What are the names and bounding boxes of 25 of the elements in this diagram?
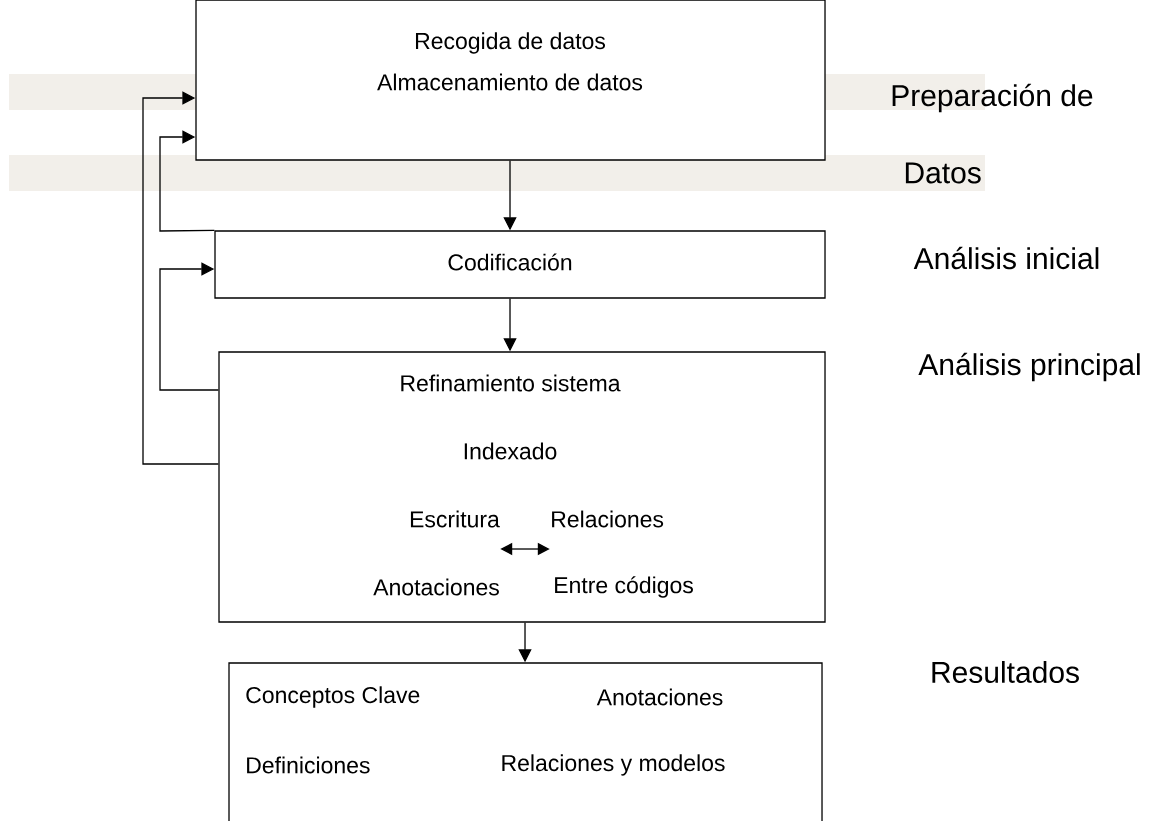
arrow [142, 91, 219, 465]
stage-label: Resultados [932, 661, 1079, 684]
step-text: Definiciones [247, 756, 370, 774]
step-text: Refinamiento sistema [401, 374, 621, 392]
process-box [218, 351, 826, 623]
process-box [228, 662, 823, 821]
step-text: Entre códigos [555, 576, 693, 598]
step-text: Indexado [464, 442, 557, 460]
stage-label: Análisis inicial [913, 246, 1099, 270]
stage-label: Preparación de [892, 83, 1093, 113]
step-text: Escritura [410, 510, 500, 528]
process-box [214, 230, 826, 299]
step-text: Recogida de datos [416, 32, 605, 54]
step-text: Conceptos Clave [246, 686, 420, 708]
arrow [159, 130, 215, 232]
step-text: Anotaciones [373, 578, 499, 596]
stage-label: Datos [905, 162, 981, 184]
step-text: Codificación [448, 253, 572, 271]
stage-label: Análisis principal [918, 352, 1140, 382]
step-text: Anotaciones [596, 688, 723, 706]
step-text: Almacenamiento de datos [377, 73, 643, 91]
step-text: Relaciones y modelos [502, 754, 725, 776]
process-box [195, 0, 826, 161]
step-text: Relaciones [552, 510, 664, 528]
arrow [159, 262, 219, 391]
